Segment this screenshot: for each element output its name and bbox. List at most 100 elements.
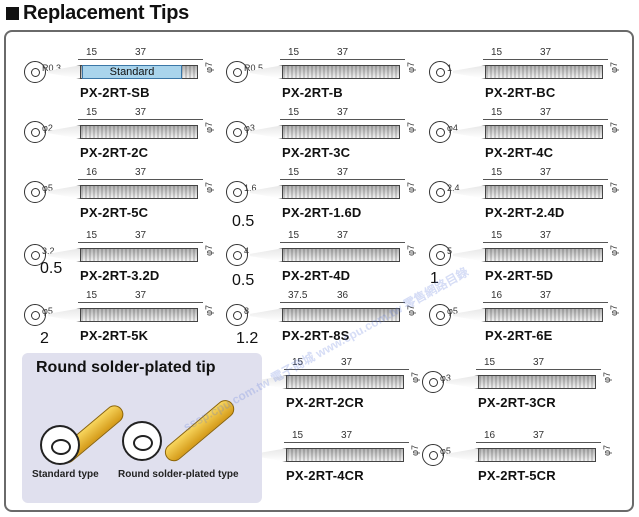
tip-name: PX-2RT-6E [485,328,553,343]
round-iron-illustration [161,396,238,465]
dim-length-2: 37 [341,430,353,441]
round-type-label: Round solder-plated type [118,469,239,480]
tip-diameter: φ7 [406,182,416,193]
standard-type-label: Standard type [32,469,99,480]
tip-note: φ5 [42,306,53,316]
tip-name: PX-2RT-2C [80,145,149,160]
dim-length-2: 37 [135,47,147,58]
dim-length-2: 37 [341,357,353,368]
dim-length-1: 15 [288,107,300,118]
tip-diameter: φ7 [406,62,416,73]
dim-length-1: 16 [484,430,496,441]
tip-body [282,65,400,79]
tip-diameter: φ7 [204,245,214,256]
tip-body [282,125,400,139]
tip-body [478,448,596,462]
tip-end-view-icon [24,121,46,143]
tip-note: φ5 [42,183,53,193]
tip-name: PX-2RT-5K [80,328,149,343]
tip-note: 5 [447,246,453,256]
tip-point [446,448,480,462]
square-bullet-icon [6,7,19,20]
dim-length-2: 37 [135,230,147,241]
tip-body [282,248,400,262]
tip-px-2rt-b: R0.5 15 37 φ7 PX-2RT-B [222,45,432,107]
dim-length-2: 37 [533,430,545,441]
dimension-line [78,179,203,180]
tip-diameter: φ7 [602,445,612,456]
tip-point [446,375,480,389]
dim-length-1: 15 [491,230,503,241]
tip-end-view-icon [226,244,248,266]
dim-length-1: 37.5 [288,290,308,301]
dim-length-2: 37 [540,230,552,241]
tip-name: PX-2RT-8S [282,328,350,343]
tip-px-2rt-5k: φ5 15 37 φ7 PX-2RT-5K [20,288,230,350]
round-title: Round solder-plated tip [36,359,216,376]
tip-name: PX-2RT-SB [80,85,150,100]
tip-name: PX-2RT-2CR [286,395,364,410]
tip-end-view-icon [24,304,46,326]
dim-length-2: 37 [540,107,552,118]
tip-name: PX-2RT-4C [485,145,554,160]
extra-note-n05c: 0.5 [232,272,255,289]
tip-end-view-icon [24,61,46,83]
dimension-line [78,302,203,303]
dimension-line [483,242,608,243]
tip-note: 1.6 [244,183,257,193]
tip-px-2rt-bc: 1 15 37 φ7 PX-2RT-BC [425,45,635,107]
dim-length-1: 15 [292,357,304,368]
tip-point [453,308,487,322]
tip-point [250,125,284,139]
tip-end-view-icon [226,304,248,326]
tip-end-view-icon [429,61,451,83]
tip-diameter: φ7 [609,182,619,193]
tip-body [80,185,198,199]
dim-length-1: 16 [491,290,503,301]
round-tip-icon [122,421,162,461]
extra-note-n05a: 0.5 [232,213,255,230]
dim-length-2: 36 [337,290,349,301]
tip-note: R0.5 [244,63,264,73]
tip-diameter: φ7 [204,305,214,316]
tip-px-2rt-3.2d: 3.2 15 37 φ7 PX-2RT-3.2D [20,228,230,290]
tip-body [485,248,603,262]
dim-length-1: 15 [86,107,98,118]
tip-point [250,308,284,322]
tip-px-2rt-1.6d: 1.6 15 37 φ7 PX-2RT-1.6D [222,165,432,227]
dim-length-1: 15 [86,290,98,301]
tip-name: PX-2RT-B [282,85,343,100]
tip-diameter: φ7 [204,182,214,193]
dim-length-2: 37 [135,290,147,301]
tip-body [485,65,603,79]
tip-diameter: φ7 [204,122,214,133]
dim-length-2: 37 [135,107,147,118]
tip-diameter: φ7 [204,62,214,73]
tip-px-2rt-2c: φ2 15 37 φ7 PX-2RT-2C [20,105,230,167]
dim-length-2: 37 [337,230,349,241]
tip-note: φ3 [244,123,255,133]
tip-body [80,125,198,139]
tip-diameter: φ7 [609,122,619,133]
tip-point [250,248,284,262]
dimension-line [483,59,608,60]
tip-end-view-icon [226,121,248,143]
tip-end-view-icon [24,244,46,266]
tip-note: φ5 [440,446,451,456]
dim-length-2: 37 [337,167,349,178]
dim-length-1: 15 [491,47,503,58]
dim-length-2: 37 [337,47,349,58]
tip-px-2rt-5c: φ5 16 37 φ7 PX-2RT-5C [20,165,230,227]
dim-length-1: 16 [86,167,98,178]
tip-diameter: φ7 [602,372,612,383]
tip-note: φ3 [440,373,451,383]
standard-tip-icon [40,425,80,465]
dimension-line [476,442,601,443]
tip-name: PX-2RT-3CR [478,395,556,410]
extra-note-n1: 1 [430,270,439,287]
tip-end-view-icon [226,181,248,203]
tip-end-view-icon [422,444,444,466]
tip-note: 2.4 [447,183,460,193]
tip-point [48,125,82,139]
tip-note: 4 [244,246,250,256]
